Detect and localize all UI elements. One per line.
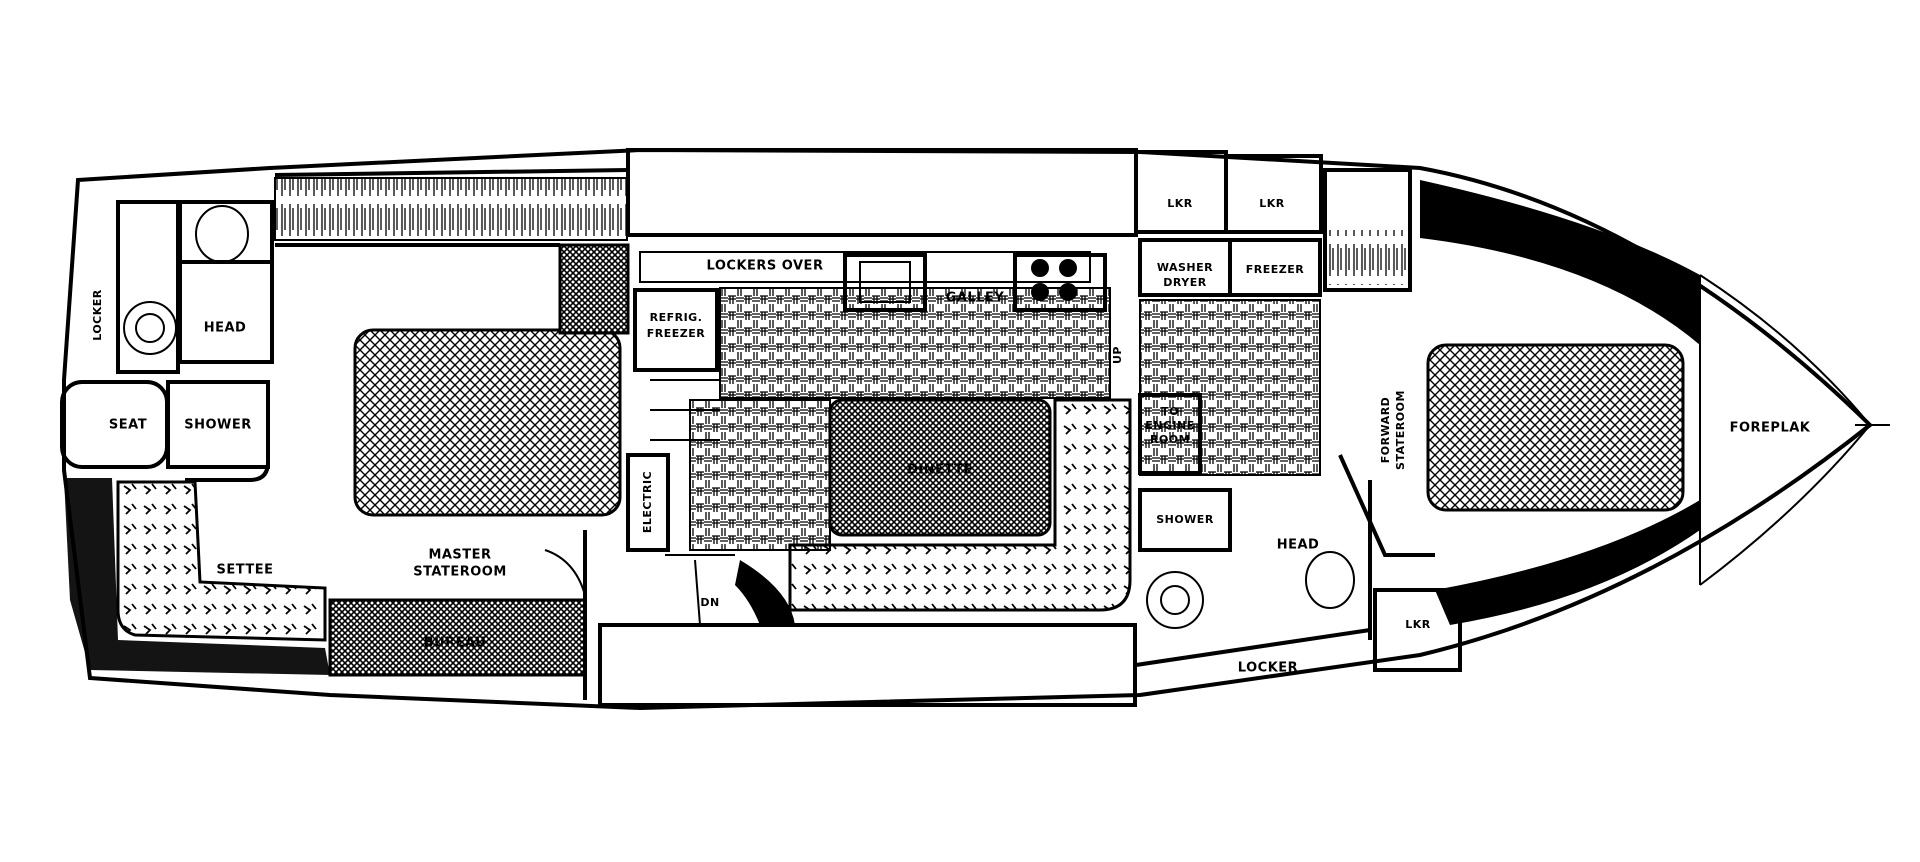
galley-section <box>598 148 1138 707</box>
label-freezer: FREEZER <box>1246 263 1305 276</box>
settee-cushion <box>116 480 327 642</box>
room-labels: LOCKER HEAD SEAT SHOWER SETTEE MASTER ST… <box>91 197 1811 676</box>
label-head-aft: HEAD <box>204 321 247 336</box>
aft-head-area <box>60 200 330 675</box>
label-master-2: STATEROOM <box>413 565 507 580</box>
dinette-seat <box>788 398 1132 612</box>
label-dinette: DINETTE <box>907 463 973 478</box>
label-settee: SETTEE <box>216 563 273 578</box>
master-stateroom <box>274 168 630 700</box>
label-electric: ELECTRIC <box>641 471 654 533</box>
label-lockers-over: LOCKERS OVER <box>707 259 824 274</box>
forward-utility <box>1134 150 1372 667</box>
label-lkr-3: LKR <box>1405 618 1431 631</box>
label-engine-1: TO <box>1161 405 1179 418</box>
label-refrig-1: REFRIG. <box>650 311 703 324</box>
label-head-fwd: HEAD <box>1277 538 1320 553</box>
label-seat: SEAT <box>109 418 147 433</box>
label-engine-3: ROOM <box>1150 433 1190 446</box>
label-washer-2: DRYER <box>1163 276 1206 289</box>
label-master-1: MASTER <box>428 548 491 563</box>
label-lkr-1: LKR <box>1167 197 1193 210</box>
dinette-table <box>828 398 1052 537</box>
label-forward-1: FORWARD <box>1379 397 1392 464</box>
label-bureau: BUREAU <box>424 636 487 651</box>
label-locker-aft: LOCKER <box>91 289 104 341</box>
label-galley: GALLEY <box>946 291 1005 306</box>
label-shower-aft: SHOWER <box>184 418 252 433</box>
label-shower-fwd: SHOWER <box>1156 513 1214 526</box>
label-washer-1: WASHER <box>1157 261 1213 274</box>
label-engine-2: ENGINE <box>1145 419 1195 432</box>
label-forward-2: STATEROOM <box>1394 390 1407 470</box>
forward-bed <box>1426 343 1685 512</box>
label-dn: DN <box>700 596 719 609</box>
label-lkr-2: LKR <box>1259 197 1285 210</box>
label-foreplak: FOREPLAK <box>1730 421 1811 436</box>
forward-stateroom <box>1323 168 1700 672</box>
label-refrig-2: FREEZER <box>647 327 706 340</box>
label-locker-fwd: LOCKER <box>1238 661 1298 676</box>
master-bed <box>353 328 622 517</box>
label-up: UP <box>1111 346 1124 364</box>
